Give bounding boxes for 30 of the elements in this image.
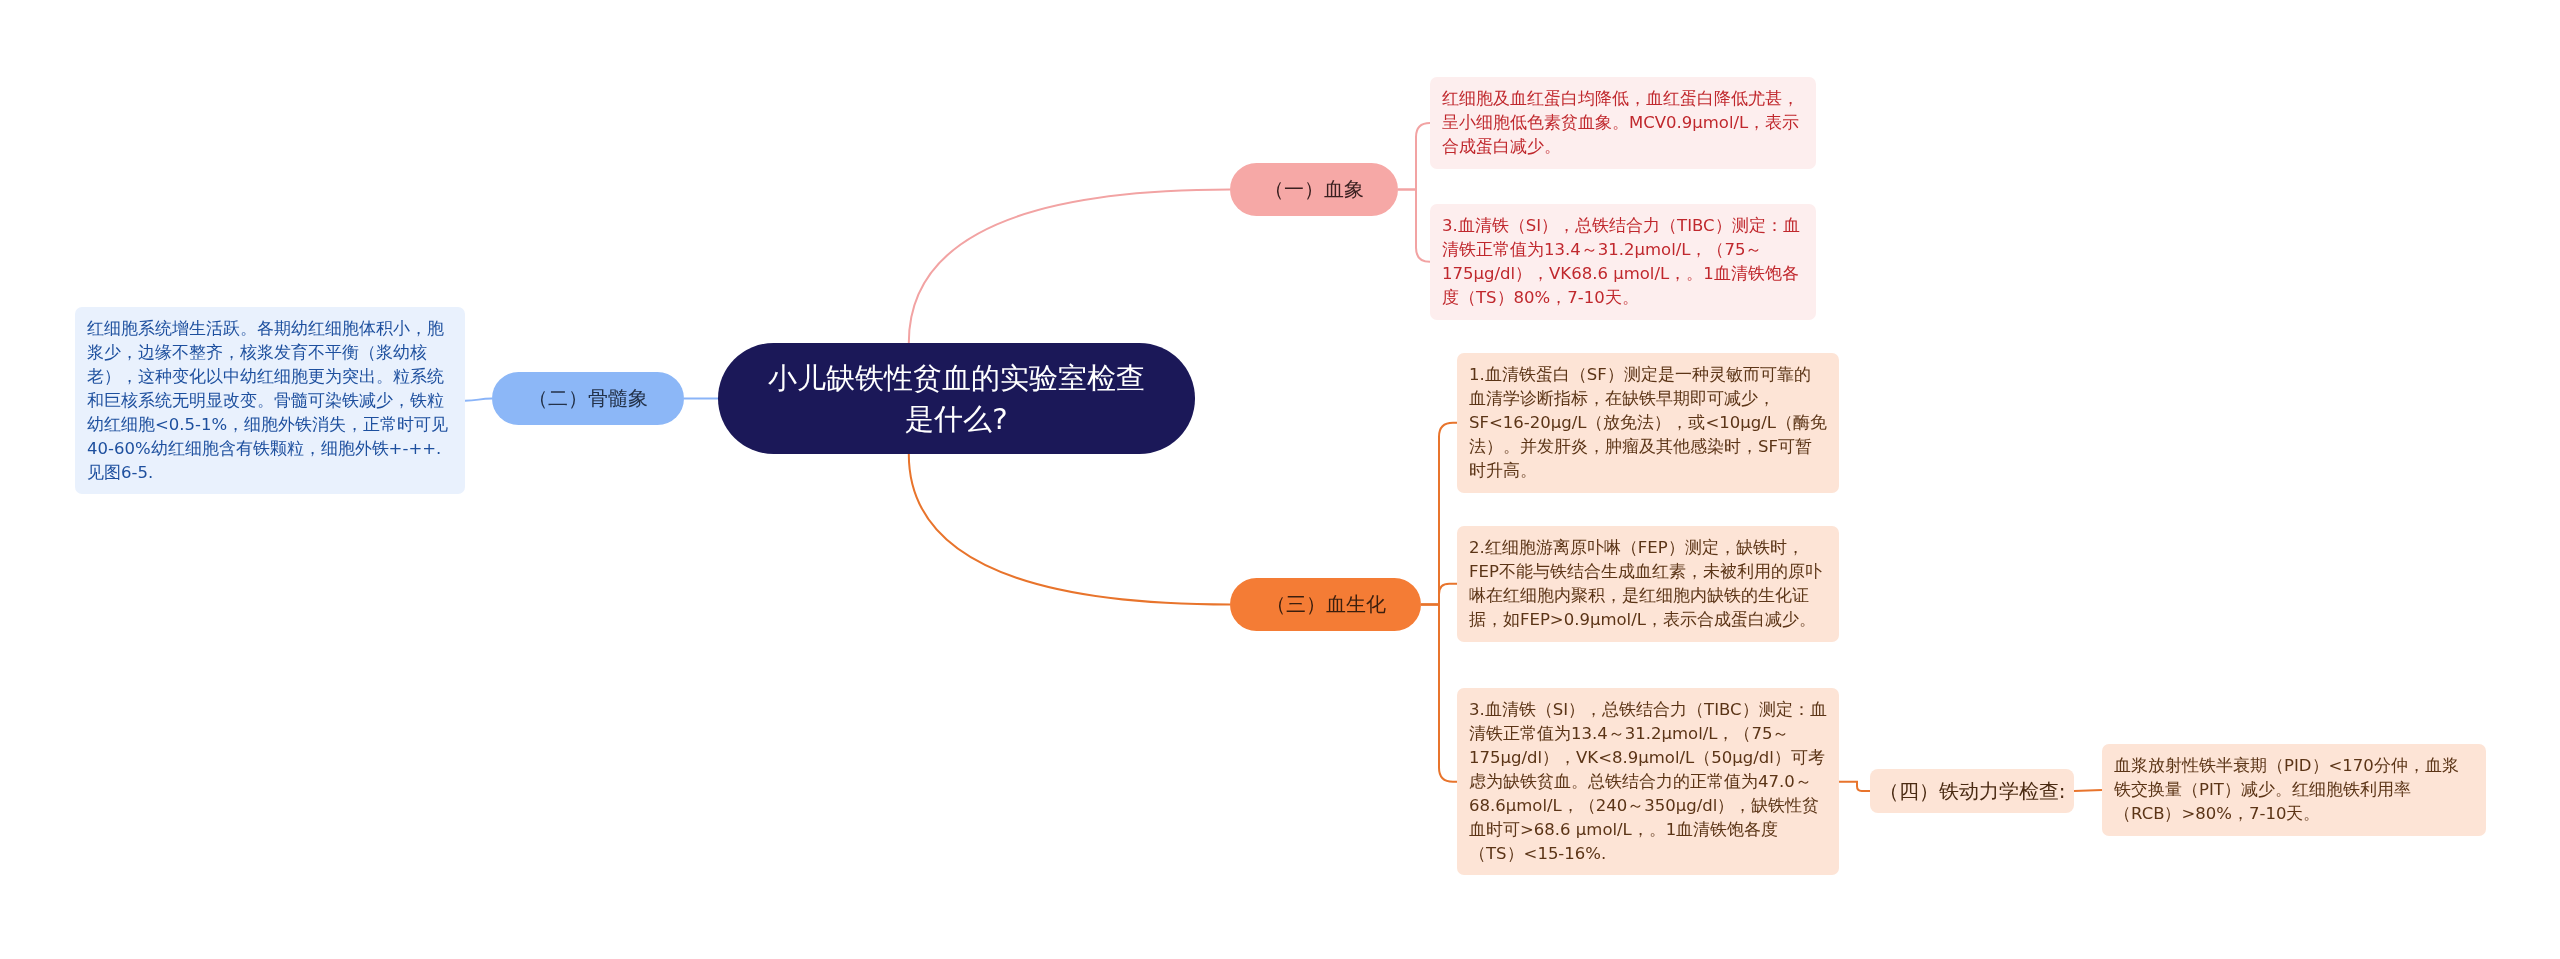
branch-topic-text: （四）铁动力学检查:	[1878, 777, 2066, 805]
note-card	[2102, 744, 2486, 836]
branch-topic-text: （一）血象	[1264, 176, 1364, 203]
note-card	[1457, 688, 1839, 876]
note-card	[1457, 526, 1839, 642]
branch-topic-text: （三）血生化	[1265, 591, 1386, 618]
branch-topic-pill	[492, 372, 684, 425]
note-text: 血浆放射性铁半衰期（PID）<170分仲，血浆铁交换量（PIT）减少。红细胞铁利用率（RCB）>80%，7-10天。	[2114, 755, 2460, 825]
note-text: 3.血清铁（SI），总铁结合力（TIBC）测定：血清铁正常值为13.4～31.2μmol/L，（75～175μg/dl），VK<8.9μmol/L（50μg/dl）可考虑为缺铁贫血。总铁结合力的正常值为47.0～68.6μmol/L，（240～350μg/dl），缺铁性贫血时可>68.6 μmol/L，。1血清铁饱各度（TS）<15-16%.	[1469, 699, 1827, 865]
note-card	[75, 307, 465, 495]
note-text: 1.血清铁蛋白（SF）测定是一种灵敏而可靠的血清学诊断指标，在缺铁早期即可减少，SF<16-20μg/L（放免法），或<10μg/L（酶免法）。并发肝炎，肿瘤及其他感染时，SF可暂时升高。	[1469, 364, 1827, 482]
branch-topic-pill	[1870, 769, 2074, 813]
connector-line	[1397, 188, 1431, 263]
central-topic-text: 小儿缺铁性贫血的实验室检查是什么?	[768, 359, 1145, 438]
note-text: 红细胞系统增生活跃。各期幼红细胞体积小，胞浆少，边缘不整齐，核浆发育不平衡（浆幼核老），这种变化以中幼红细胞更为突出。粒系统和巨核系统无明显改变。骨髓可染铁减少，铁粒幼红细胞<0.5-1%，细胞外铁消失，正常时可见40-60%幼红细胞含有铁颗粒，细胞外铁+-++.见图6-5.	[87, 318, 450, 484]
connector-line	[907, 188, 1231, 344]
branch-topic-pill	[1230, 578, 1421, 631]
connector-line	[907, 453, 1231, 606]
note-text: 红细胞及血红蛋白均降低，血红蛋白降低尤甚，呈小细胞低色素贫血象。MCV0.9μmol/L，表示合成蛋白减少。	[1442, 88, 1801, 158]
branch-topic-text: （二）骨髓象	[528, 385, 648, 412]
note-text: 3.血清铁（SI），总铁结合力（TIBC）测定：血清铁正常值为13.4～31.2μmol/L，（75～175μg/dl），VK68.6 μmol/L，。1血清铁饱各度（TS）80%，7-10天。	[1442, 215, 1801, 309]
note-text: 2.红细胞游离原卟啉（FEP）测定，缺铁时，FEP不能与铁结合生成血红素，未被利用的原卟啉在红细胞内聚积，是红细胞内缺铁的生化证据，如FEP>0.9μmol/L，表示合成蛋白减少。	[1469, 537, 1823, 631]
connector-line	[683, 397, 719, 400]
connector-line	[1838, 780, 1871, 792]
connector-line	[464, 397, 493, 402]
note-card	[1430, 77, 1816, 169]
branch-topic-pill	[1230, 163, 1398, 216]
note-card	[1457, 353, 1839, 493]
connector-line	[2073, 788, 2103, 792]
note-card	[1430, 204, 1816, 320]
